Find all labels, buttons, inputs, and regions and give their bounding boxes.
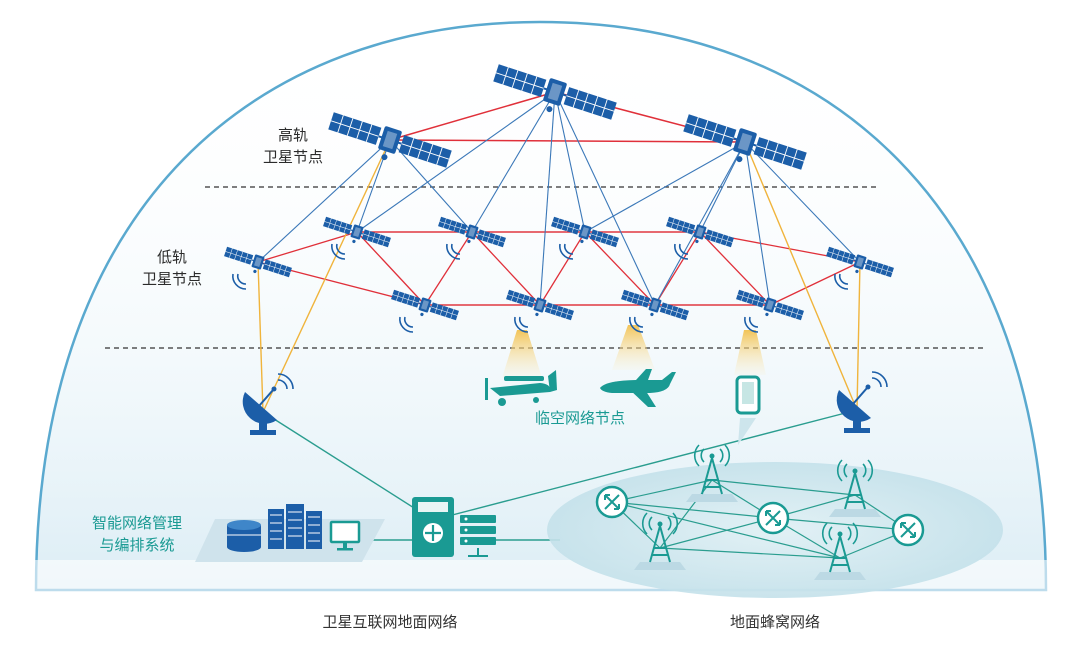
leo-link	[424, 231, 473, 306]
cell-link	[611, 479, 713, 503]
beam	[612, 325, 655, 370]
leo-satellite-icon	[736, 289, 804, 321]
leo-satellite-icon	[666, 216, 734, 248]
leo-satellite-icon	[826, 246, 894, 278]
feeder-link	[856, 261, 861, 411]
cell-link	[711, 479, 856, 496]
signal-icon	[744, 316, 759, 333]
signal-icon	[446, 243, 461, 260]
geo-leo-link	[654, 141, 746, 306]
cell-link	[611, 501, 774, 519]
switch-icon	[595, 485, 629, 519]
geo-satellite-icon	[683, 114, 807, 170]
leo-link	[471, 231, 541, 306]
cell-link	[659, 547, 841, 559]
leo-link	[257, 231, 358, 263]
feeder-link	[744, 141, 858, 411]
leo-link	[699, 231, 771, 306]
ground-network-label: 卫星互联网地面网络	[322, 613, 458, 631]
ground-link	[262, 411, 434, 521]
cell-link	[611, 501, 841, 559]
propeller-plane-icon	[485, 370, 557, 406]
beam	[734, 330, 766, 375]
signal-icon	[331, 243, 346, 260]
signal-icon	[559, 243, 574, 260]
geo-leo-link	[554, 91, 656, 306]
beam	[502, 330, 542, 378]
geo-label-line1: 高轨	[277, 126, 308, 144]
monitor-icon	[329, 520, 361, 551]
leo-satellite-icon	[506, 289, 574, 321]
leo-satellite-icon	[438, 216, 506, 248]
leo-link	[539, 231, 586, 306]
signal-icon	[834, 273, 849, 290]
router-icon	[412, 497, 454, 557]
cell-link	[772, 517, 909, 531]
jet-plane-icon	[600, 369, 676, 407]
signal-icon	[399, 316, 414, 333]
feeder-link	[262, 139, 391, 413]
geo-leo-link	[554, 91, 586, 233]
switch-icon	[756, 501, 790, 535]
smartphone-icon	[735, 375, 761, 445]
leo-link	[769, 261, 861, 306]
ground-station-icon	[836, 371, 888, 433]
geo-leo-link	[471, 91, 556, 233]
geo-leo-link	[744, 141, 861, 263]
geo-satellite-label: 高轨 卫星节点	[248, 124, 338, 168]
leo-satellite-icon	[224, 246, 292, 278]
ground-station-icon	[242, 373, 294, 435]
leo-label-line1: 低轨	[156, 248, 187, 266]
signal-icon	[674, 243, 689, 260]
leo-link	[356, 231, 426, 306]
signal-icon	[629, 316, 644, 333]
leo-satellite-icon	[391, 289, 459, 321]
geo-satellite-icon	[328, 112, 452, 168]
geo-leo-link	[389, 139, 473, 233]
switch-icon	[891, 513, 925, 547]
server-icon	[268, 504, 322, 549]
geo-label-line2: 卫星节点	[262, 148, 323, 166]
leo-satellite-icon	[323, 216, 391, 248]
leo-satellite-label: 低轨 卫星节点	[127, 246, 217, 290]
cell-link	[659, 517, 774, 549]
geo-leo-link	[744, 141, 771, 306]
signal-icon	[232, 273, 247, 290]
feeder-link	[257, 261, 264, 413]
leo-link	[584, 231, 656, 306]
geo-satellite-icon	[493, 64, 617, 120]
geo-leo-link	[584, 141, 746, 233]
cell-tower-icon	[829, 459, 881, 517]
database-icon	[227, 520, 261, 552]
cellular-network-label: 地面蜂窝网络	[729, 613, 820, 631]
leo-satellite-icon	[551, 216, 619, 248]
geo-leo-link	[257, 139, 391, 263]
management-system-label: 智能网络管理 与编排系统	[72, 512, 202, 556]
cell-tower-icon	[814, 522, 866, 580]
mgmt-label-line2: 与编排系统	[99, 536, 175, 554]
mgmt-label-line1: 智能网络管理	[91, 514, 182, 532]
ground-link	[432, 409, 858, 521]
cell-tower-icon	[686, 444, 738, 502]
geo-link	[389, 91, 556, 141]
geo-leo-link	[539, 91, 556, 306]
server-icon	[460, 515, 496, 557]
leo-satellite-icon	[621, 289, 689, 321]
air-nodes-label: 临空网络节点	[534, 409, 625, 427]
leo-label-line2: 卫星节点	[141, 270, 202, 288]
geo-link	[389, 139, 746, 143]
geo-leo-link	[356, 91, 556, 233]
cell-tower-icon	[634, 512, 686, 570]
signal-icon	[514, 316, 529, 333]
leo-link	[654, 231, 701, 306]
